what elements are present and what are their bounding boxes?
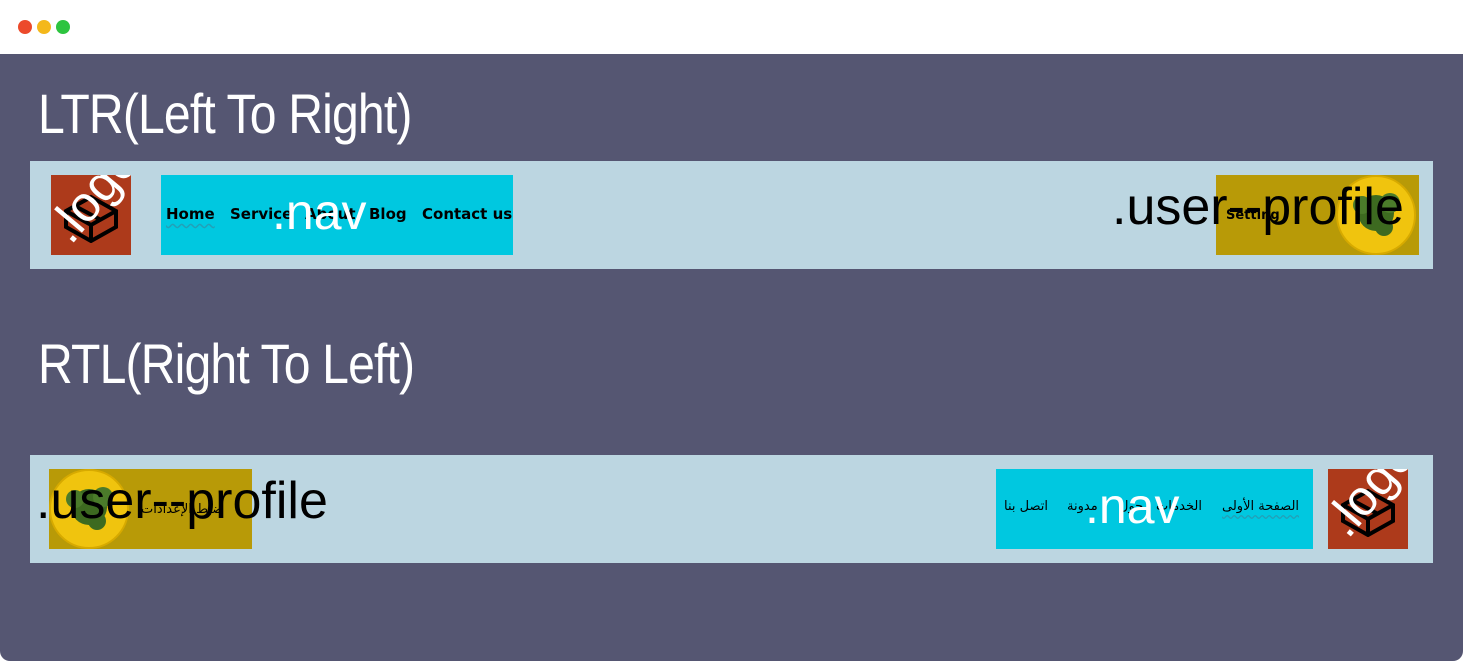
avatar-icon xyxy=(66,487,113,530)
profile-tag-label: .user--profile xyxy=(1112,178,1404,236)
minimize-window-button[interactable] xyxy=(37,20,51,34)
nav-tag-label: .nav xyxy=(1085,478,1180,534)
profile-setting-label[interactable]: Setting xyxy=(1226,208,1280,223)
rtl-user-profile: ضبط الإعدادات xyxy=(49,469,252,549)
box-logo-icon xyxy=(64,194,118,243)
rtl-logo[interactable]: .logo xyxy=(1328,469,1408,549)
nav-item-home[interactable]: الصفحة الأولى xyxy=(1222,499,1300,514)
user-avatar[interactable] xyxy=(49,469,129,549)
nav-item-contact[interactable]: اتصل بنا xyxy=(1004,499,1048,514)
user-avatar[interactable] xyxy=(1336,175,1416,255)
nav-item-service[interactable]: Service xyxy=(230,205,293,223)
nav-item-about[interactable]: About xyxy=(305,205,356,223)
close-window-button[interactable] xyxy=(18,20,32,34)
nav-item-blog[interactable]: مدونة xyxy=(1067,499,1098,514)
page-content: LTR(Left To Right) .logo Home Service Ab… xyxy=(0,54,1463,661)
nav-item-service[interactable]: الخدمات xyxy=(1156,499,1202,514)
ltr-heading: LTR(Left To Right) xyxy=(38,82,412,145)
nav-item-contact[interactable]: Contact us xyxy=(422,205,513,223)
window-titlebar xyxy=(0,0,1463,54)
avatar-icon xyxy=(1353,193,1400,236)
nav-item-home[interactable]: Home xyxy=(166,205,215,223)
profile-setting-label[interactable]: ضبط الإعدادات xyxy=(141,502,224,517)
nav-item-blog[interactable]: Blog xyxy=(369,205,407,223)
rtl-header-bar: ضبط الإعدادات .user--profile اتصل بنا مد… xyxy=(30,455,1433,563)
box-logo-icon xyxy=(1341,488,1395,537)
ltr-user-profile: Setting xyxy=(1216,175,1419,255)
ltr-nav: Home Service About Blog Contact us .nav xyxy=(161,175,513,255)
rtl-heading: RTL(Right To Left) xyxy=(38,332,415,395)
nav-tag-label: .nav xyxy=(272,184,367,240)
profile-tag-label: .user--profile xyxy=(36,472,328,530)
maximize-window-button[interactable] xyxy=(56,20,70,34)
ltr-logo[interactable]: .logo xyxy=(51,175,131,255)
nav-item-about[interactable]: حول xyxy=(1119,499,1144,514)
ltr-header-bar: .logo Home Service About Blog Contact us… xyxy=(30,161,1433,269)
rtl-nav: اتصل بنا مدونة حول الخدمات الصفحة الأولى… xyxy=(996,469,1313,549)
